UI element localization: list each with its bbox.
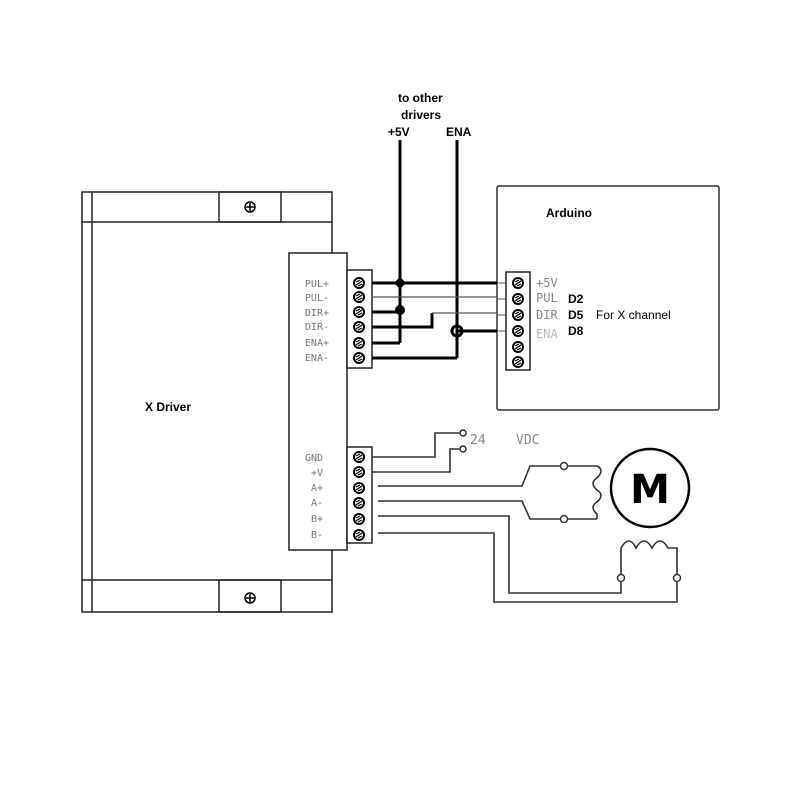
terminal-screw-icon <box>353 529 365 541</box>
driver-terminal-label: ENA- <box>305 353 329 364</box>
driver-terminal-label: ENA+ <box>305 338 329 349</box>
terminal-screw-icon <box>512 341 524 353</box>
x-driver-body <box>81 191 348 613</box>
junction-dot <box>394 277 406 289</box>
wire-crossing-dot <box>450 324 464 338</box>
terminal-screw-icon <box>512 309 524 321</box>
mount-screw-icon <box>244 201 256 213</box>
channel-note: For X channel <box>596 308 671 322</box>
terminal-screw-icon <box>353 482 365 494</box>
bus-label-5v: +5V <box>388 125 410 139</box>
terminal-screw-icon <box>512 277 524 289</box>
supply-voltage: 24 <box>470 433 486 448</box>
arduino-terminal-pul: PUL <box>536 291 558 305</box>
terminal-screw-icon <box>353 497 365 509</box>
control-terminal-block <box>346 269 373 369</box>
terminal-screw-icon <box>353 321 365 333</box>
motor: M <box>609 447 691 529</box>
power-wires <box>372 432 678 603</box>
arduino-title: Arduino <box>546 206 592 220</box>
terminal-screw-icon <box>353 306 365 318</box>
note-line-1: to other <box>398 91 443 105</box>
terminal-screw-icon <box>353 513 365 525</box>
driver-title: X Driver <box>145 400 191 414</box>
driver-terminal-label: B- <box>311 530 323 541</box>
supply-unit: VDC <box>516 433 539 448</box>
terminal-screw-icon <box>512 293 524 305</box>
mount-screw-icon <box>244 592 256 604</box>
terminal-screw-icon <box>353 466 365 478</box>
terminal-screw-icon <box>353 451 365 463</box>
connection-nodes <box>459 429 682 583</box>
terminal-screw-icon <box>512 325 524 337</box>
terminal-screw-icon <box>353 337 365 349</box>
driver-terminal-label: B+ <box>311 514 323 525</box>
driver-terminal-label: GND <box>305 453 323 464</box>
control-wires <box>372 140 506 360</box>
driver-terminal-label: PUL+ <box>305 279 329 290</box>
driver-terminal-label: DIR+ <box>305 308 329 319</box>
pin-d5: D5 <box>568 308 584 322</box>
terminal-screw-icon <box>353 277 365 289</box>
arduino-terminal-ena: ENA <box>536 327 558 341</box>
driver-terminal-label: PUL- <box>305 293 329 304</box>
junction-dot <box>395 305 405 315</box>
terminal-screw-icon <box>512 356 524 368</box>
terminal-screw-icon <box>353 352 365 364</box>
pin-d2: D2 <box>568 292 584 306</box>
driver-terminal-label: A+ <box>311 483 323 494</box>
power-terminal-block <box>346 446 373 544</box>
arduino-terminal-5v: +5V <box>536 276 558 290</box>
driver-terminal-label: +V <box>311 468 323 479</box>
note-line-2: drivers <box>401 108 441 122</box>
motor-symbol: M <box>630 467 670 513</box>
pin-d8: D8 <box>568 324 584 338</box>
arduino-board <box>496 185 720 411</box>
bus-label-ena: ENA <box>446 125 472 139</box>
arduino-terminal-dir: DIR <box>536 308 558 322</box>
driver-terminal-label: A- <box>311 498 323 509</box>
terminal-screw-icon <box>353 291 365 303</box>
driver-terminal-label: DIR- <box>305 322 329 333</box>
